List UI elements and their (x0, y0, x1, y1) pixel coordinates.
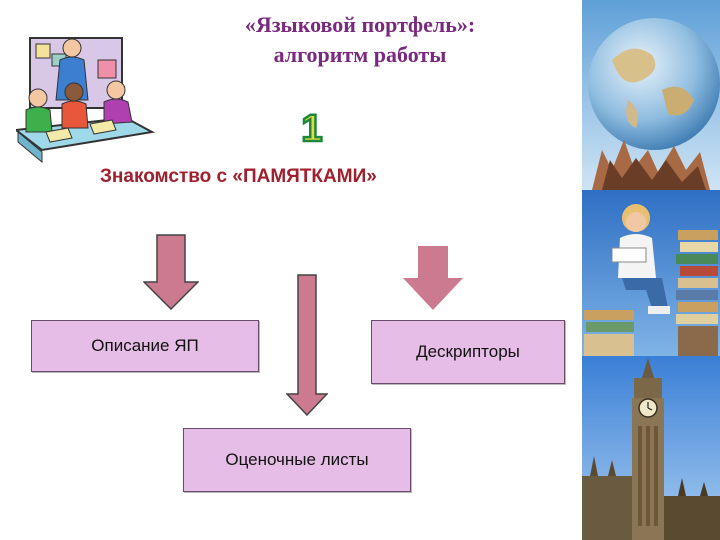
arrow-down-center (286, 274, 328, 416)
arrow-down-right (403, 246, 463, 310)
page-title: «Языковой портфель»: алгоритм работы (150, 10, 570, 70)
classroom-clipart (13, 32, 156, 172)
girl-reading-books-photo (582, 190, 720, 356)
globe-hands-photo (582, 0, 720, 190)
box-description: Описание ЯП (31, 320, 259, 372)
step-number-text: 1 (301, 108, 322, 148)
step-number-badge: 1 (292, 107, 332, 152)
title-line-2: алгоритм работы (273, 42, 447, 67)
box-evaluation-sheets: Оценочные листы (183, 428, 411, 492)
title-line-1: «Языковой портфель»: (244, 12, 476, 37)
arrow-down-left (143, 234, 199, 310)
subtitle: Знакомство с «ПАМЯТКАМИ» (100, 166, 377, 187)
box-descriptors: Дескрипторы (371, 320, 565, 384)
big-ben-photo (582, 356, 720, 540)
